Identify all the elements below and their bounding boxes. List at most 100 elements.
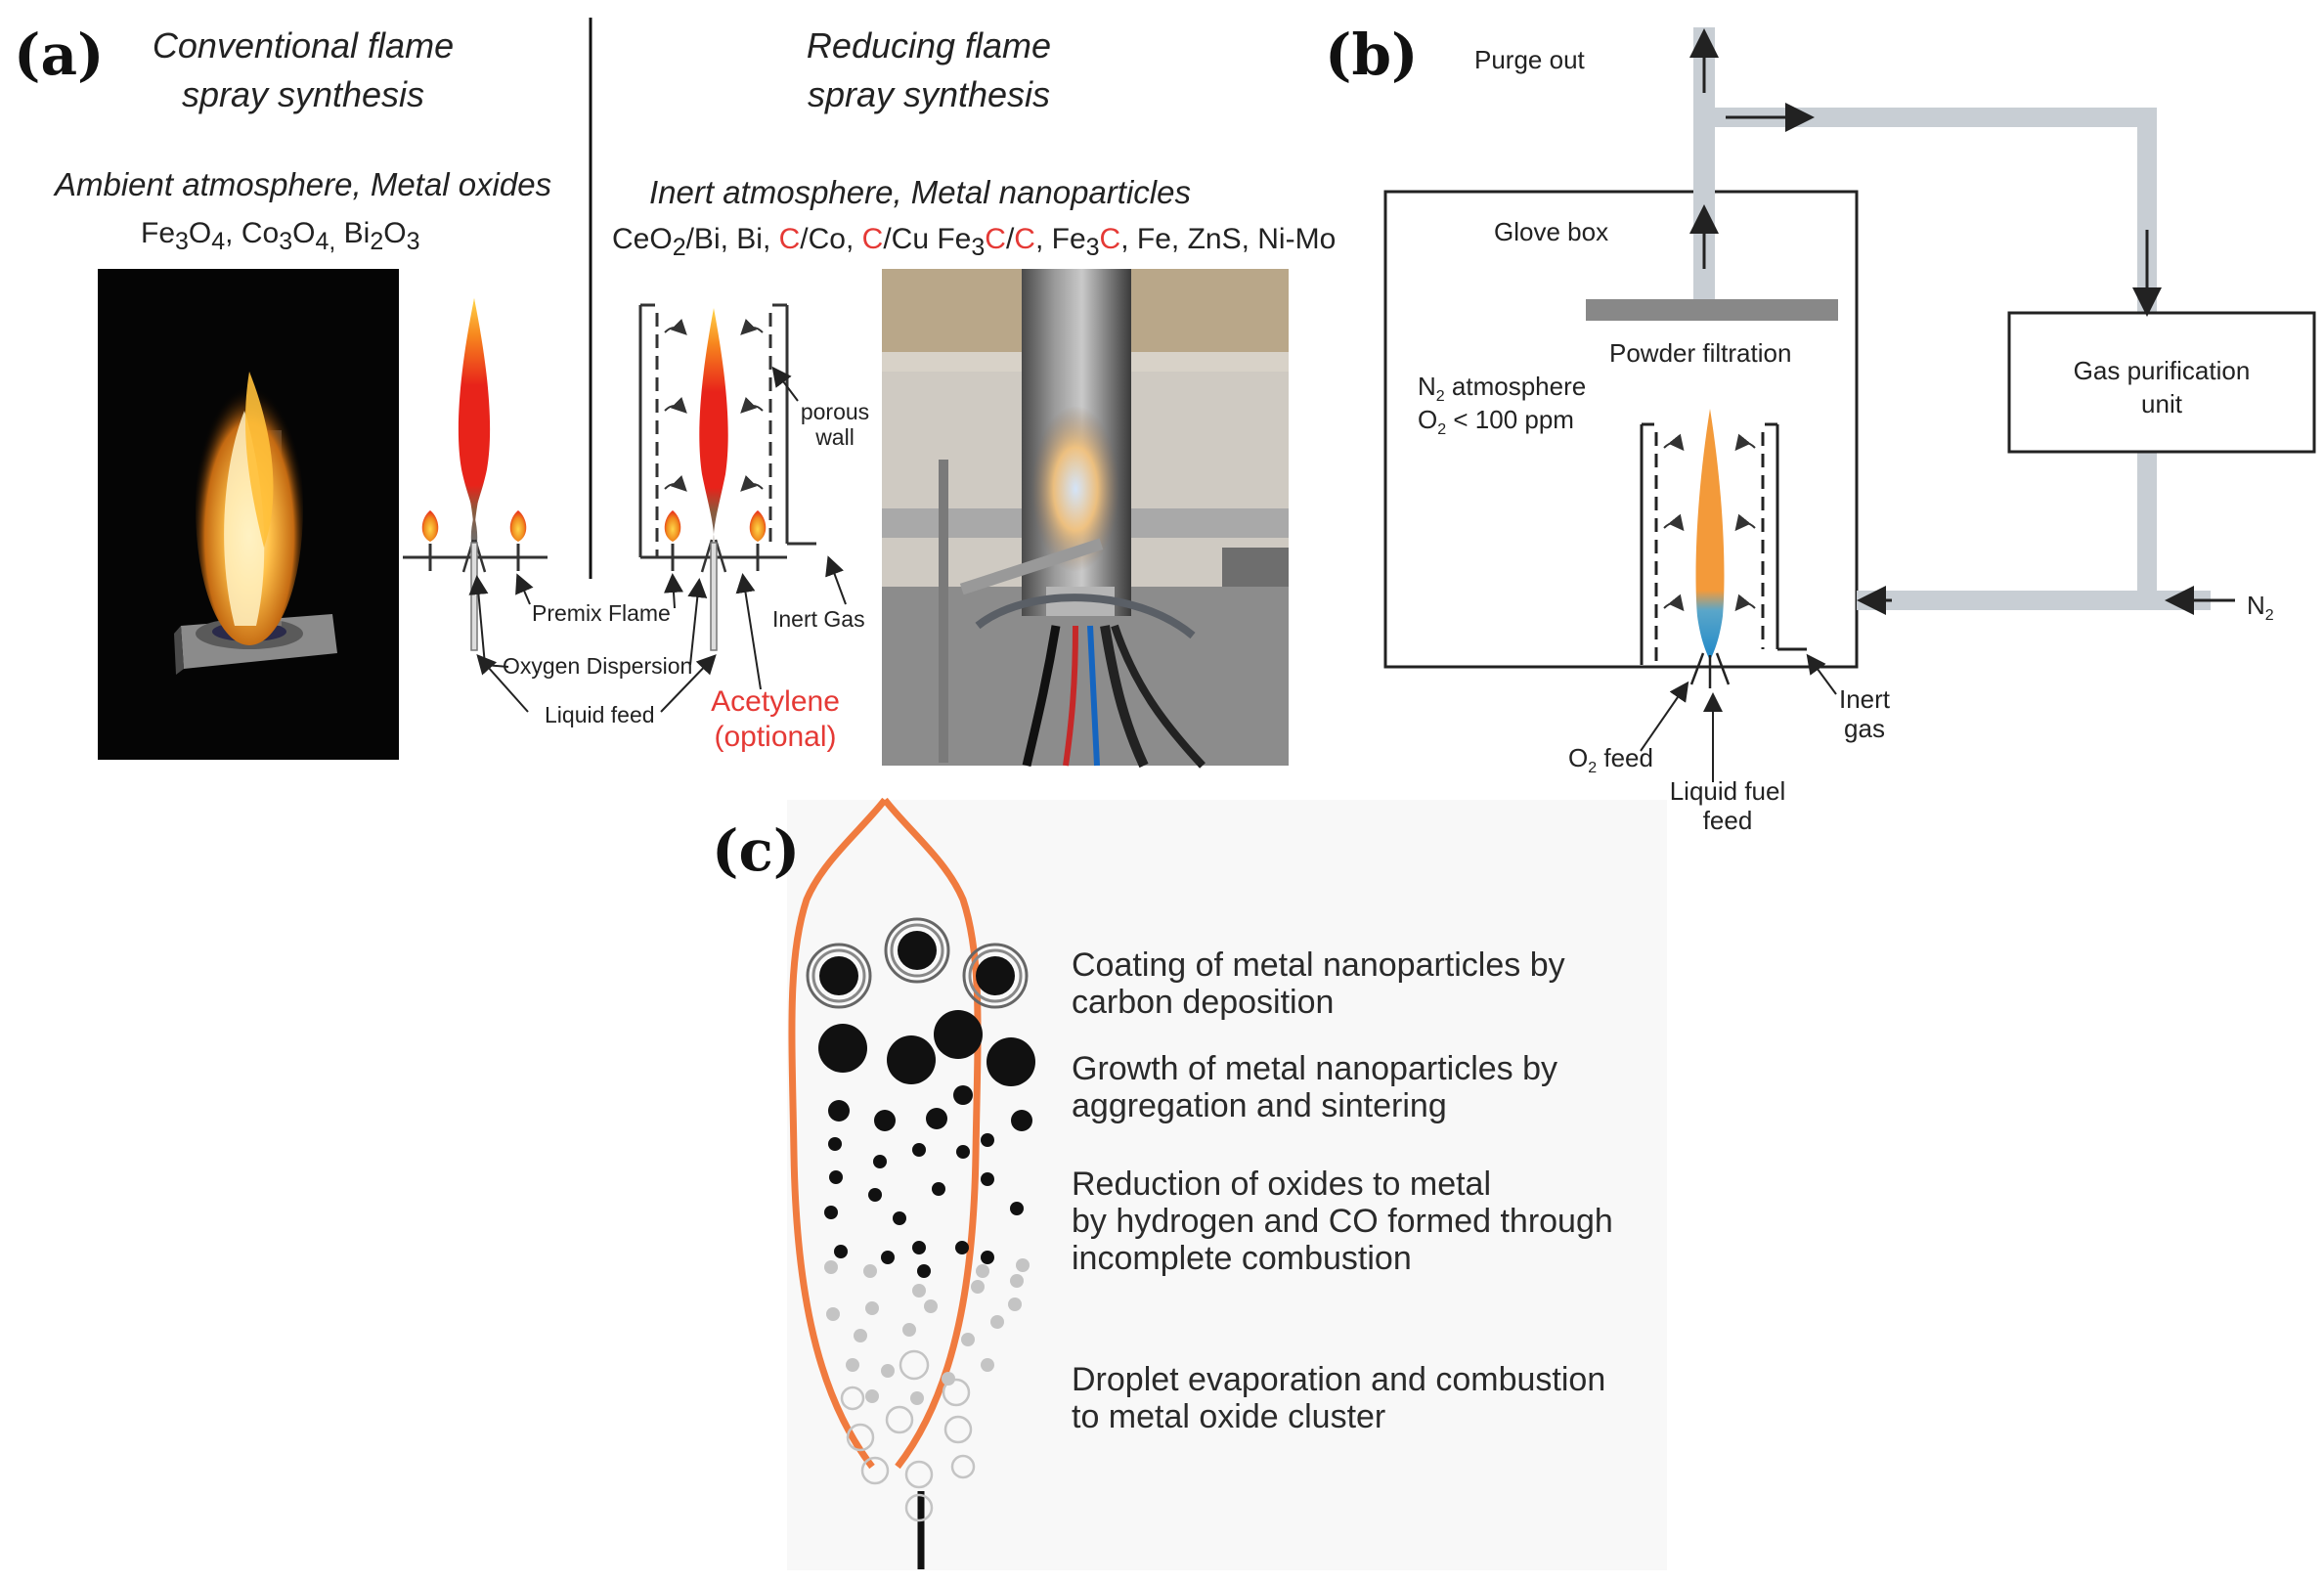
formula-part: /Bi, Bi, <box>685 223 779 255</box>
conventional-subtitle: Ambient atmosphere, Metal oxides <box>55 166 552 202</box>
stage-reduction-line3: incomplete combustion <box>1072 1240 1412 1277</box>
conventional-title-line2: spray synthesis <box>181 74 425 114</box>
purge-out-label: Purge out <box>1474 45 1585 74</box>
formula-part: < 100 ppm <box>1446 405 1574 434</box>
reducing-flame-photo <box>882 269 1289 769</box>
formula-part: O <box>1418 405 1438 434</box>
formula-part: O <box>188 217 212 249</box>
formula-sub: 3 <box>406 228 420 255</box>
stage-droplet-line2: to metal oxide cluster <box>1072 1398 1386 1435</box>
inert-gas-label: Inert Gas <box>772 606 865 632</box>
formula-sub: 2 <box>370 228 384 255</box>
n2-inlet-label: N2 <box>2247 591 2274 625</box>
o2-limit-label: O2 < 100 ppm <box>1418 405 1574 439</box>
formula-sub: 3 <box>279 228 293 255</box>
grown-particles <box>818 1010 1035 1131</box>
formula-part: , Fe <box>1034 223 1086 255</box>
liquid-fuel-line1: Liquid fuel <box>1669 776 1786 806</box>
formula-part: feed <box>1597 743 1653 772</box>
formula-part: N <box>2247 591 2265 620</box>
formula-part: , Co <box>225 217 280 249</box>
panel-b-schematic <box>1383 27 2316 782</box>
coated-particles <box>806 917 1029 1009</box>
reducing-title: Reducing flame spray synthesis <box>741 22 1117 119</box>
stage-reduction-line2: by hydrogen and CO formed through <box>1072 1203 1613 1240</box>
acetylene-line: Acetylene <box>711 685 840 718</box>
formula-part: O <box>1568 743 1589 772</box>
porous-wall-line2: wall <box>815 424 855 450</box>
stage-droplet: Droplet evaporation and combustion to me… <box>1072 1361 1605 1435</box>
reducing-title-line2: spray synthesis <box>807 74 1051 114</box>
formula-part: O <box>292 217 316 249</box>
panel-c-label: (c) <box>712 817 801 884</box>
n2-atmosphere-label: N2 atmosphere <box>1418 372 1586 406</box>
formula-part: CeO <box>612 223 673 255</box>
formula-sub: 4 <box>211 228 226 255</box>
formula-carbon: C <box>985 223 1006 255</box>
formula-part: /Co, <box>800 223 862 255</box>
stage-coating: Coating of metal nanoparticles by carbon… <box>1072 946 1565 1021</box>
liquid-fuel-feed-label: Liquid fuel feed <box>1654 776 1801 835</box>
formula-part: atmosphere <box>1444 372 1587 401</box>
formula-sub: 2 <box>672 234 686 261</box>
formula-part: , Fe, ZnS, Ni-Mo <box>1120 223 1337 255</box>
panel-c-schematic <box>787 797 1667 1570</box>
formula-part: O <box>383 217 407 249</box>
conventional-title-line1: Conventional flame <box>152 25 455 66</box>
o2-feed-label: O2 feed <box>1568 743 1653 777</box>
gas-purification-line1: Gas purification <box>2073 356 2251 385</box>
reduced-particles <box>824 1133 1024 1278</box>
stage-reduction-line1: Reduction of oxides to metal <box>1072 1166 1492 1203</box>
formula-sub: 3 <box>175 228 189 255</box>
oxygen-dispersion-label: Oxygen Dispersion <box>503 653 693 679</box>
porous-wall-label: porous wall <box>790 399 880 450</box>
formula-sub: 3 <box>1085 234 1100 261</box>
formula-sub: 2 <box>1435 388 1445 406</box>
formula-sub: 2 <box>1437 421 1447 439</box>
inert-gas-b-label: Inert gas <box>1830 684 1899 743</box>
inert-gas-b-line1: Inert <box>1838 684 1891 714</box>
reducing-flame-schematic <box>638 303 816 651</box>
conventional-materials: Fe3O4, Co3O4, Bi2O3 <box>141 217 419 256</box>
reducing-subtitle: Inert atmosphere, Metal nanoparticles <box>649 174 1191 210</box>
formula-part: / <box>1005 223 1015 255</box>
stage-coating-line2: carbon deposition <box>1072 984 1335 1021</box>
droplets <box>824 1258 1030 1405</box>
conventional-flame-photo <box>98 269 399 760</box>
formula-sub: 4, <box>315 228 336 255</box>
formula-carbon: C <box>1099 223 1121 255</box>
porous-wall-line1: porous <box>800 399 870 424</box>
premix-flame-label: Premix Flame <box>532 600 671 626</box>
stage-droplet-line1: Droplet evaporation and combustion <box>1072 1361 1606 1398</box>
formula-sub: 3 <box>971 234 986 261</box>
formula-part: /Cu Fe <box>883 223 972 255</box>
liquid-feed-label: Liquid feed <box>545 702 655 727</box>
optional-line: (optional) <box>714 721 837 753</box>
gas-purification-line2: unit <box>2141 389 2182 418</box>
formula-part: N <box>1418 372 1436 401</box>
formula-carbon: C <box>1014 223 1035 255</box>
formula-carbon: C <box>861 223 884 255</box>
formula-sub: 2 <box>1588 760 1598 777</box>
stage-coating-line1: Coating of metal nanoparticles by <box>1072 946 1565 984</box>
conventional-flame-schematic <box>403 298 548 651</box>
panel-a-label: (a) <box>14 22 105 88</box>
formula-carbon: C <box>778 223 801 255</box>
stage-reduction: Reduction of oxides to metal by hydrogen… <box>1072 1166 1613 1277</box>
formula-sub: 2 <box>2264 607 2274 625</box>
liquid-fuel-line2: feed <box>1702 806 1753 835</box>
evaporating-droplets <box>840 1349 976 1522</box>
glove-box-label: Glove box <box>1494 217 1609 246</box>
formula-part: Fe <box>141 217 176 249</box>
reducing-materials: CeO2/Bi, Bi, C/Co, C/Cu Fe3C/C, Fe3C, Fe… <box>612 223 1336 262</box>
inert-gas-b-line2: gas <box>1844 714 1885 743</box>
panel-a-annotation-arrows <box>468 366 847 713</box>
panel-b-label: (b) <box>1325 22 1419 88</box>
stage-growth: Growth of metal nanoparticles by aggrega… <box>1072 1050 1557 1124</box>
stage-growth-line1: Growth of metal nanoparticles by <box>1072 1050 1558 1087</box>
gas-purification-label: Gas purification unit <box>2012 354 2311 420</box>
conventional-title: Conventional flame spray synthesis <box>115 22 491 119</box>
formula-part: Bi <box>335 217 371 249</box>
reducing-title-line1: Reducing flame <box>806 25 1052 66</box>
